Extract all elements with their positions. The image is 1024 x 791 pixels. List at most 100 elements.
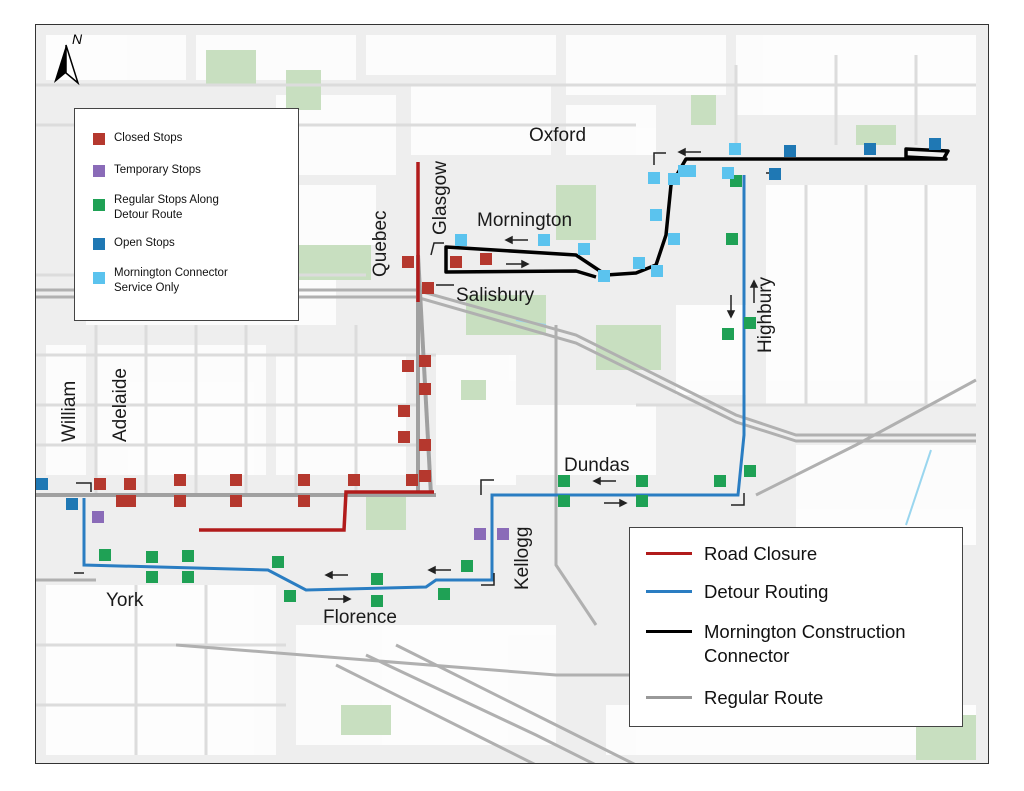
legend-item-detour-stops: Regular Stops Along Detour Route — [93, 193, 254, 223]
legend-swatch — [93, 199, 105, 211]
legend-item-regular-route: Regular Route — [646, 686, 823, 710]
stop-marker — [298, 495, 310, 507]
stop-marker — [230, 474, 242, 486]
stop-marker — [450, 256, 462, 268]
stop-marker — [497, 528, 509, 540]
stop-marker — [371, 573, 383, 585]
stop-marker — [558, 475, 570, 487]
legend-label: Road Closure — [704, 543, 818, 564]
legend-label: Temporary Stops — [114, 164, 201, 176]
stop-marker — [398, 405, 410, 417]
street-label-dundas: Dundas — [564, 455, 630, 476]
stop-marker — [633, 257, 645, 269]
stop-marker — [419, 470, 431, 482]
connector-stops — [455, 143, 741, 282]
stop-marker — [92, 511, 104, 523]
stop-marker — [598, 270, 610, 282]
stop-marker — [474, 528, 486, 540]
stop-marker — [419, 355, 431, 367]
legend-line-swatch — [646, 696, 692, 699]
stop-marker — [116, 495, 128, 507]
legend-swatch — [93, 133, 105, 145]
stop-marker — [182, 550, 194, 562]
stops-legend: Closed Stops Temporary Stops Regular Sto… — [74, 108, 299, 321]
legend-swatch — [93, 165, 105, 177]
legend-line-swatch — [646, 552, 692, 555]
street-label-kellogg: Kellogg — [512, 526, 533, 590]
street-label-william: William — [59, 380, 80, 442]
stop-marker — [726, 233, 738, 245]
legend-line-swatch — [646, 590, 692, 593]
street-label-salisbury: Salisbury — [456, 285, 535, 306]
street-label-adelaide: Adelaide — [110, 368, 131, 442]
stop-marker — [744, 465, 756, 477]
stop-marker — [146, 571, 158, 583]
stop-marker — [298, 474, 310, 486]
stop-marker — [461, 560, 473, 572]
temporary-stops — [92, 511, 509, 540]
stop-marker — [864, 143, 876, 155]
stop-marker — [636, 475, 648, 487]
stop-marker — [36, 478, 48, 490]
north-label: N — [72, 31, 83, 47]
stop-marker — [784, 145, 796, 157]
stop-marker — [230, 495, 242, 507]
street-label-glasgow: Glasgow — [430, 161, 451, 235]
mornington-connector — [444, 147, 950, 279]
stop-marker — [651, 265, 663, 277]
stop-marker — [422, 282, 434, 294]
stop-marker — [174, 474, 186, 486]
legend-label: Mornington Connector Service Only — [114, 267, 228, 294]
stop-marker — [348, 474, 360, 486]
stop-marker — [729, 143, 741, 155]
stop-marker — [284, 590, 296, 602]
stop-marker — [650, 209, 662, 221]
legend-item-closed-stops: Closed Stops — [93, 131, 294, 146]
legend-label: Open Stops — [114, 237, 175, 249]
legend-label: Regular Stops Along Detour Route — [114, 194, 219, 221]
street-label-mornington: Mornington — [477, 210, 573, 231]
stop-marker — [538, 234, 550, 246]
legend-label: Closed Stops — [114, 132, 183, 144]
legend-item-mornington-connector: Mornington Construction Connector — [646, 620, 944, 668]
detour-stops — [99, 175, 756, 607]
street-label-quebec: Quebec — [370, 210, 391, 277]
street-label-oxford: Oxford — [529, 125, 587, 146]
rail-corridors — [36, 288, 977, 763]
stop-marker — [769, 168, 781, 180]
stop-marker — [398, 431, 410, 443]
legend-item-open-stops: Open Stops — [93, 236, 294, 251]
stop-marker — [722, 328, 734, 340]
stop-marker — [455, 234, 467, 246]
open-stops — [36, 138, 941, 510]
stop-marker — [668, 173, 680, 185]
stop-marker — [406, 474, 418, 486]
stop-marker — [722, 167, 734, 179]
stop-marker — [419, 439, 431, 451]
direction-arrows — [74, 147, 776, 604]
stop-marker — [648, 172, 660, 184]
stop-marker — [636, 495, 648, 507]
stop-marker — [714, 475, 726, 487]
street-label-florence: Florence — [323, 607, 397, 628]
stop-marker — [66, 498, 78, 510]
legend-line-swatch — [646, 630, 692, 633]
legend-label: Regular Route — [704, 687, 824, 708]
legend-swatch — [93, 272, 105, 284]
stop-marker — [668, 233, 680, 245]
legend-label: Detour Routing — [704, 581, 829, 602]
stop-marker — [94, 478, 106, 490]
legend-item-detour-routing: Detour Routing — [646, 580, 828, 604]
map-frame: N Oxford Mornington Salisbury Quebec Gla… — [35, 24, 989, 764]
stop-marker — [371, 595, 383, 607]
legend-label: Mornington Construction Connector — [704, 621, 906, 666]
stop-marker — [99, 549, 111, 561]
street-label-highbury: Highbury — [755, 276, 776, 353]
closed-stops — [94, 253, 492, 507]
legend-item-road-closure: Road Closure — [646, 542, 817, 566]
stop-marker — [124, 478, 136, 490]
stop-marker — [480, 253, 492, 265]
stop-marker — [174, 495, 186, 507]
stop-marker — [146, 551, 158, 563]
north-arrow-icon: N — [48, 31, 84, 92]
